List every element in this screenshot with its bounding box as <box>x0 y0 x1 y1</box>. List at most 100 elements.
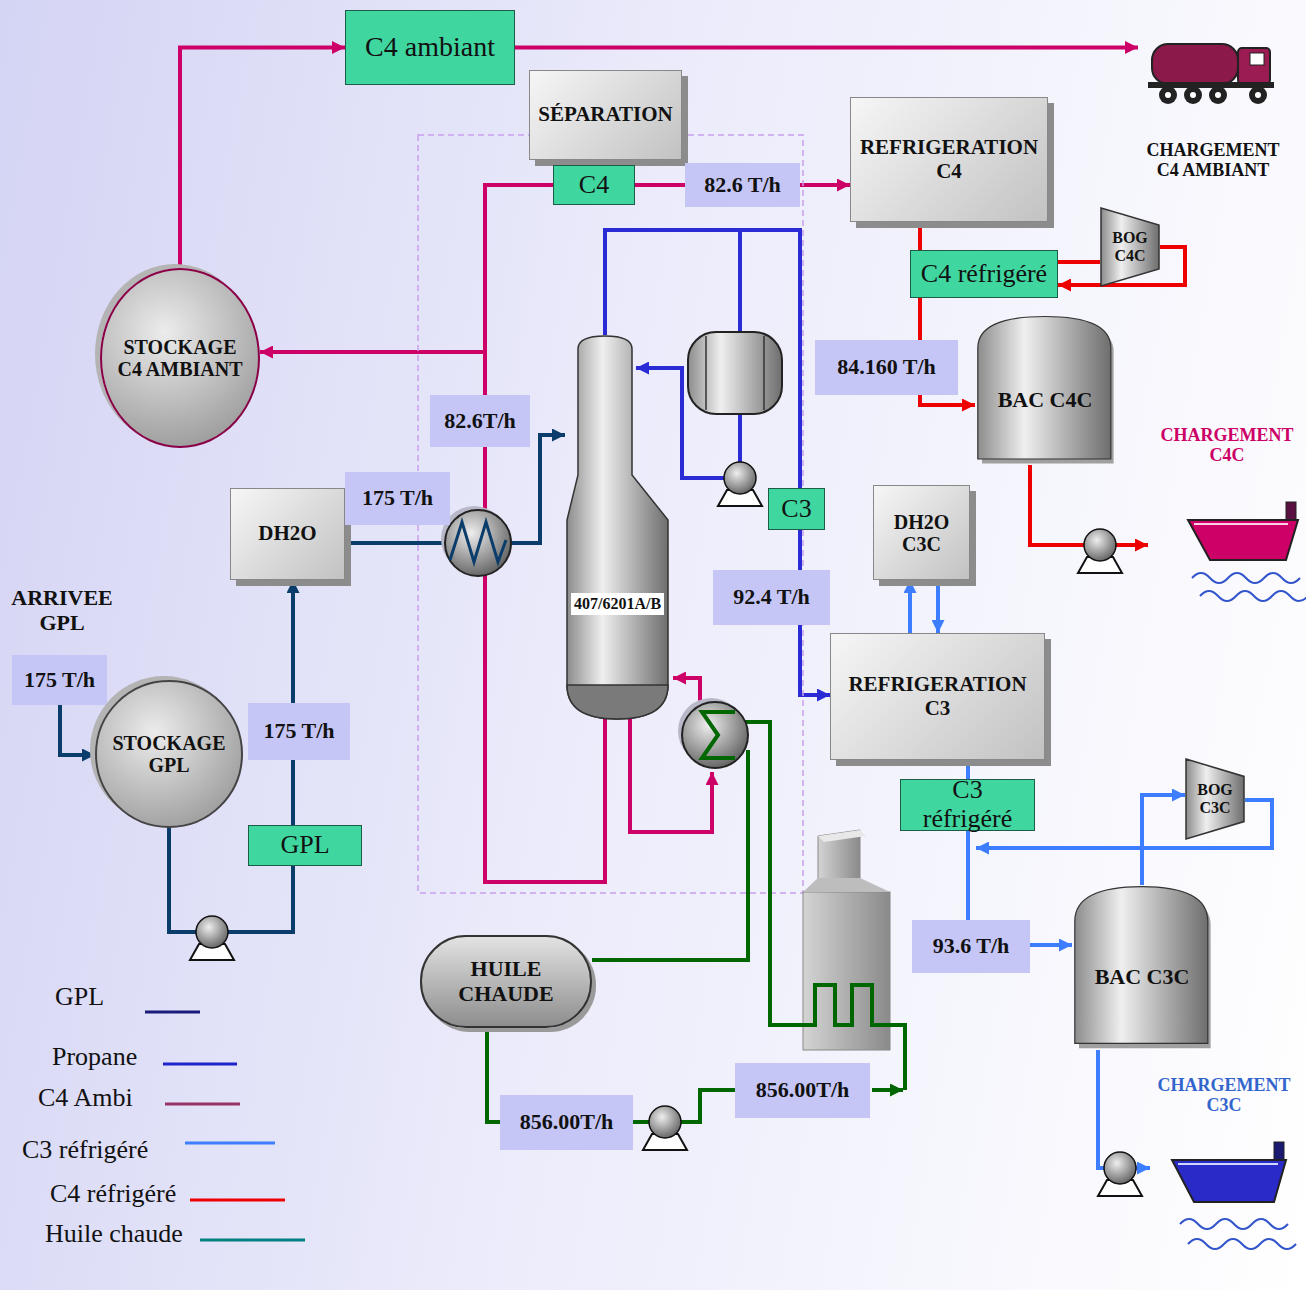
node-text: SÉPARATION <box>538 103 673 126</box>
storage-sphere: STOCKAGE C4 AMBIANT <box>100 268 260 448</box>
equipment-box: DH2O <box>230 488 345 580</box>
diagram-art <box>1075 887 1208 1044</box>
diagram-art <box>1190 92 1196 98</box>
equipment-box: SÉPARATION <box>529 70 682 160</box>
diagram-art <box>803 878 890 892</box>
storage-tank: BAC C3C <box>1072 885 1212 1050</box>
diagram-art <box>738 414 742 462</box>
diagram-art <box>688 332 782 414</box>
node-text: 82.6 T/h <box>704 173 781 197</box>
stream-tag: GPL <box>248 825 362 866</box>
diagram-art <box>702 712 735 758</box>
diagram-art <box>1098 1152 1142 1196</box>
flow-line <box>487 1028 500 1122</box>
diagram-art <box>1192 573 1300 583</box>
node-text: DH2O <box>258 522 316 545</box>
flow-rate-box: 92.4 T/h <box>713 570 830 625</box>
diagram-art <box>1209 86 1227 104</box>
legend-text: C4 Ambi <box>38 1084 133 1113</box>
node-text: CHARGEMENT C3C <box>1154 1076 1294 1116</box>
diagram-art <box>1186 759 1244 839</box>
node-text: C3 <box>781 495 811 524</box>
diagram-art <box>445 510 511 576</box>
flow-line <box>515 46 1138 50</box>
node-text: 84.160 T/h <box>837 355 936 379</box>
diagram-art <box>200 1239 305 1242</box>
flow-line <box>1142 795 1185 885</box>
diagram-art <box>738 230 742 332</box>
diagram-art <box>978 317 1111 460</box>
stream-tag: C3 <box>768 488 825 530</box>
flow-line <box>260 352 605 882</box>
node-text: C4 ambiant <box>365 32 495 63</box>
legend-text: Huile chaude <box>45 1220 183 1249</box>
node-text: BAC C3C <box>1095 965 1190 989</box>
diagram-art <box>706 336 764 410</box>
node-text: STOCKAGE C4 AMBIANT <box>117 336 243 380</box>
node-text: 175 T/h <box>24 668 95 692</box>
stream-tag: C4 ambiant <box>345 10 515 85</box>
diagram-art <box>1180 1219 1288 1229</box>
diagram-art <box>1152 44 1238 84</box>
storage-tank: BAC C4C <box>975 315 1115 465</box>
node-text: C4 <box>579 171 609 200</box>
node-text: 175 T/h <box>362 486 433 510</box>
node-text: C3 réfrigéré <box>906 776 1029 833</box>
inlet-label: ARRIVEE GPL <box>8 585 116 636</box>
diagram-art <box>1249 86 1267 104</box>
diagram-art <box>567 336 668 719</box>
node-text: REFRIGERATION C3 <box>837 673 1038 719</box>
flow-line <box>936 580 940 633</box>
loading-ship: CHARGEMENT C4C <box>1148 422 1306 607</box>
diagram-art <box>190 916 234 960</box>
flow-rate-box: 93.6 T/h <box>912 920 1030 973</box>
diagram-art <box>643 1106 687 1150</box>
legend-text: C3 réfrigéré <box>22 1136 148 1165</box>
node-text: 407/6201A/B <box>571 593 664 615</box>
node-text: CHARGEMENT C4 AMBIANT <box>1142 141 1284 181</box>
node-text: 856.00T/h <box>520 1110 614 1134</box>
node-text: GPL <box>280 831 329 860</box>
connector-group <box>60 48 1185 1169</box>
diagram-art <box>1238 48 1270 84</box>
equipment-box: REFRIGERATION C3 <box>830 633 1045 760</box>
diagram-art <box>565 335 670 720</box>
flow-rate-box: 856.00T/h <box>500 1095 633 1150</box>
diagram-art <box>1200 591 1306 601</box>
diagram-art <box>1172 1160 1286 1202</box>
flow-rate-box: 856.00T/h <box>735 1063 870 1118</box>
legend-text: GPL <box>55 983 104 1012</box>
separation-boundary <box>418 135 803 893</box>
diagram-art <box>1255 92 1261 98</box>
flow-rate-box: 82.6T/h <box>430 395 530 447</box>
hot-oil-drum: HUILE CHAUDE <box>420 935 592 1028</box>
flow-line <box>60 705 95 755</box>
diagram-art <box>163 1063 237 1066</box>
diagram-art <box>1250 53 1264 65</box>
bog-compressor: BOG C3C <box>1185 758 1245 840</box>
diagram-art <box>1101 208 1159 286</box>
flow-rate-box: 175 T/h <box>248 703 350 760</box>
diagram-art <box>592 750 748 960</box>
diagram-art <box>682 702 748 768</box>
node-text: CHARGEMENT C4C <box>1152 426 1302 466</box>
flow-rate-box: 84.160 T/h <box>815 340 958 395</box>
node-text: HUILE CHAUDE <box>442 957 570 1005</box>
distillation-column: 407/6201A/B <box>565 335 670 720</box>
stream-tag: C3 réfrigéré <box>900 779 1035 831</box>
node-text: 175 T/h <box>263 719 334 743</box>
node-text: DH2O C3C <box>880 511 963 555</box>
node-text: 856.00T/h <box>756 1078 850 1102</box>
node-text: BOG C3C <box>1187 781 1243 816</box>
node-text: BAC C4C <box>998 388 1093 412</box>
diagram-art <box>165 1103 240 1106</box>
equipment-box: REFRIGERATION C4 <box>850 97 1048 222</box>
diagram-art <box>185 1142 275 1145</box>
process-lines <box>592 230 1272 1090</box>
flow-line <box>1098 1050 1150 1168</box>
flow-rate-box: 82.6 T/h <box>685 163 800 207</box>
node-text: C4 réfrigéré <box>921 260 1047 289</box>
diagram-art <box>1184 86 1202 104</box>
